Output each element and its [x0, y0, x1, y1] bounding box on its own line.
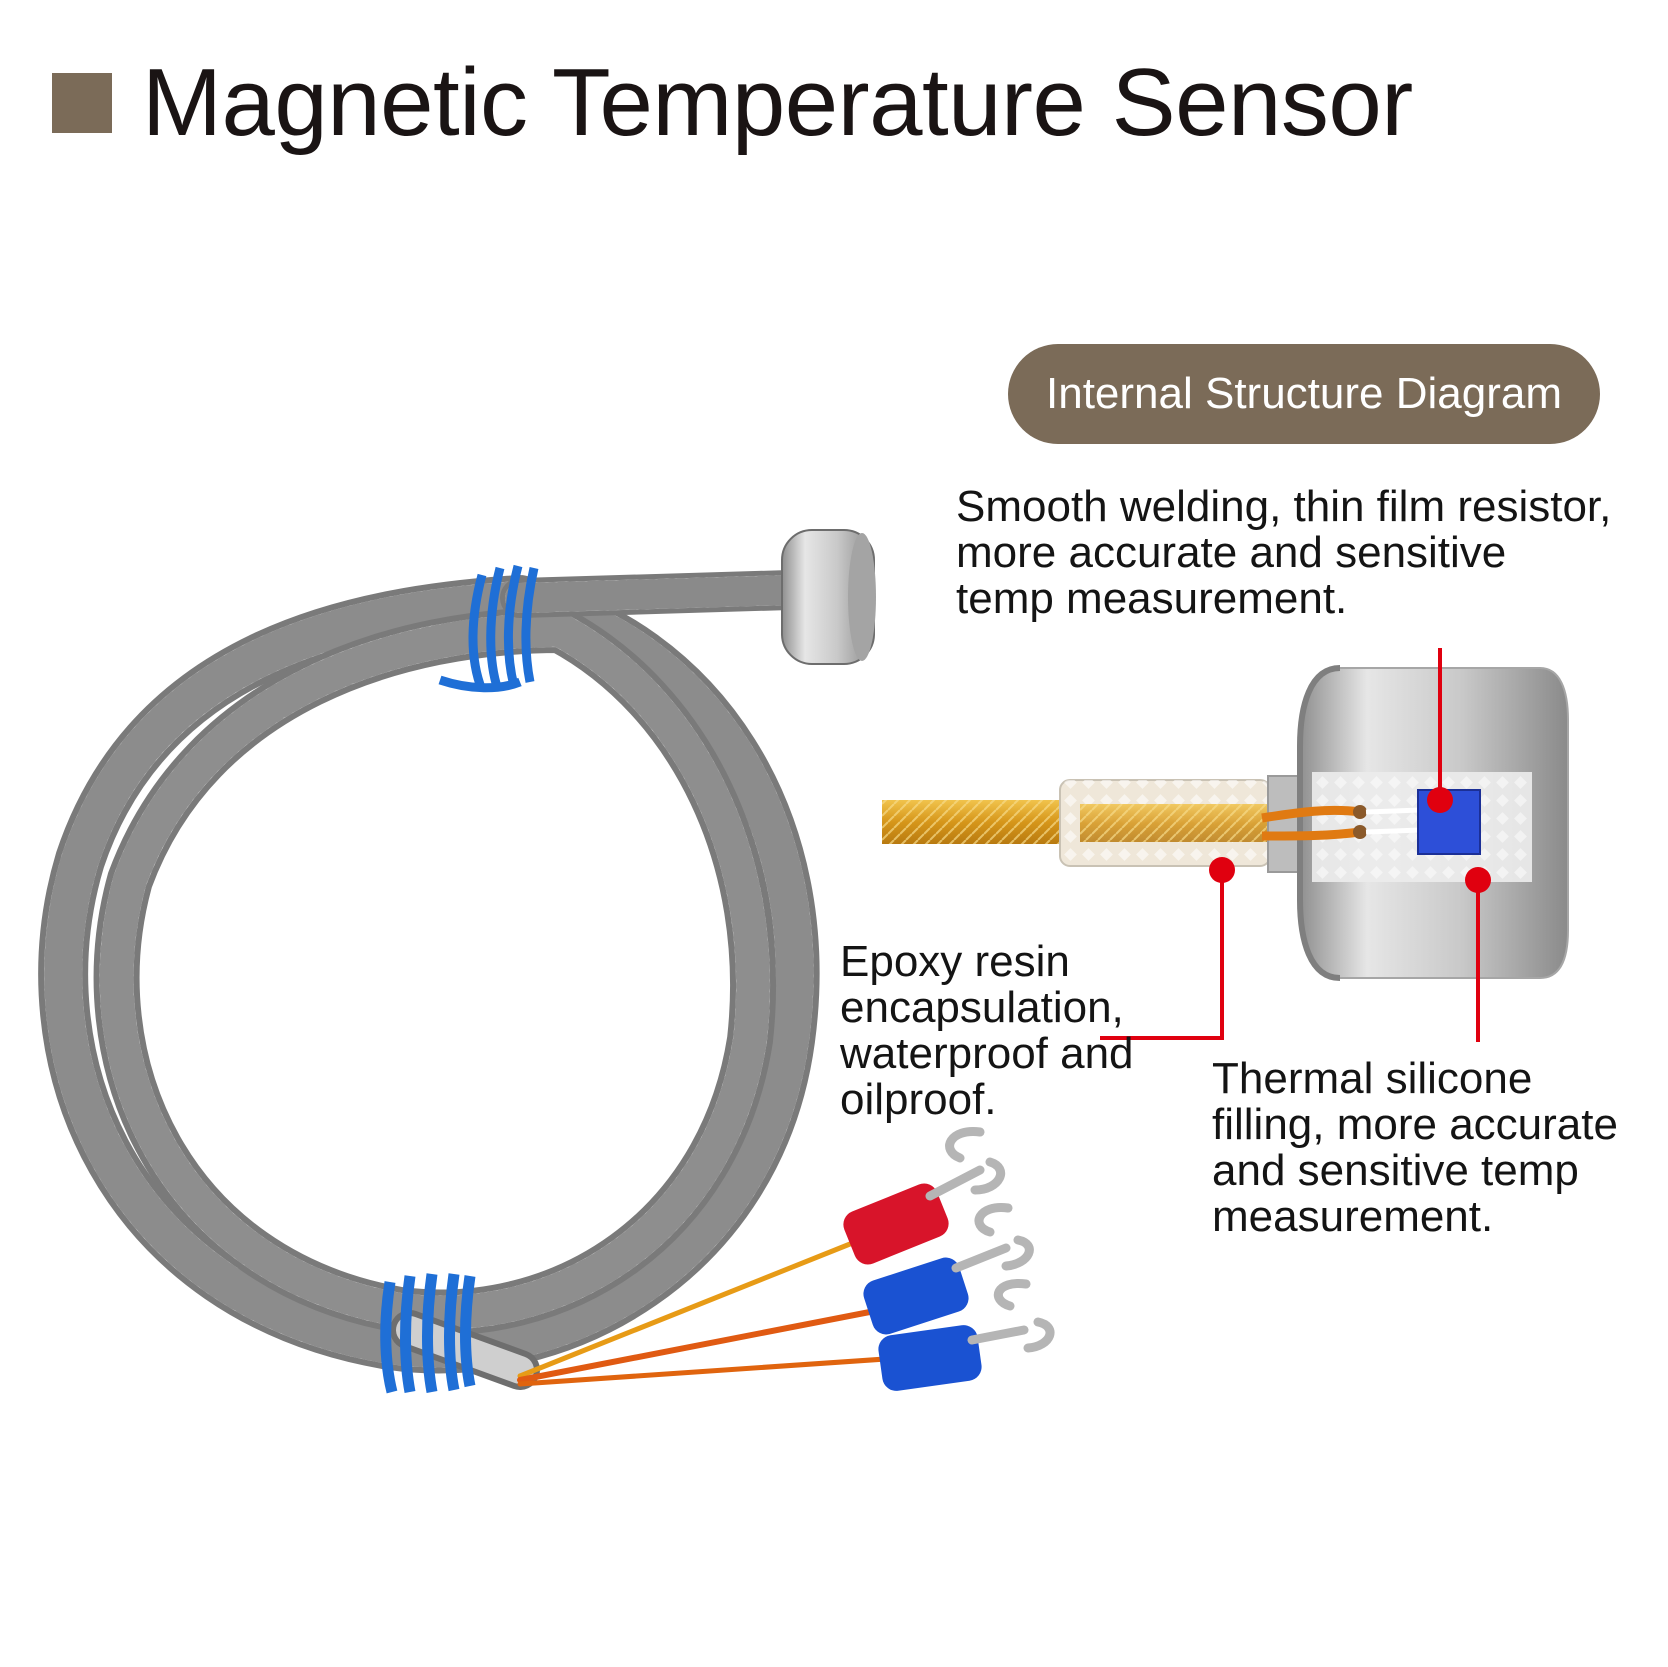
callout-line: encapsulation,: [840, 983, 1124, 1032]
callout-line: Epoxy resin: [840, 937, 1070, 986]
callout-line: and sensitive temp: [1212, 1146, 1579, 1195]
callout-line: Thermal silicone: [1212, 1054, 1533, 1103]
callout-line: Smooth welding, thin film resistor,: [956, 482, 1612, 531]
title-square-icon: [52, 73, 112, 133]
internal-structure-badge: Internal Structure Diagram: [1008, 344, 1600, 444]
callout-epoxy: Epoxy resin encapsulation, waterproof an…: [840, 939, 1134, 1123]
callout-line: waterproof and: [840, 1029, 1134, 1078]
callout-dots: [1209, 787, 1491, 893]
callout-leaders: [1100, 648, 1480, 1042]
lead-wires: [517, 1237, 903, 1387]
callout-line: oilproof.: [840, 1075, 997, 1124]
callout-line: measurement.: [1212, 1192, 1494, 1241]
wire-binding-icon: [380, 1273, 476, 1394]
callout-silicone: Thermal silicone filling, more accurate …: [1212, 1056, 1618, 1240]
wire-binding-icon: [438, 564, 539, 693]
internal-structure-diagram: [882, 665, 1569, 981]
terminal-blue-icon: [878, 1279, 1055, 1391]
probe-puck-icon: [781, 529, 876, 665]
terminal-blue-icon: [863, 1203, 1034, 1335]
steel-hose-coil: [38, 570, 820, 1390]
callout-welding: Smooth welding, thin film resistor, more…: [956, 484, 1611, 622]
terminal-red-icon: [843, 1127, 1006, 1265]
callout-line: temp measurement.: [956, 574, 1348, 623]
page-title: Magnetic Temperature Sensor: [142, 49, 1413, 156]
callout-line: more accurate and sensitive: [956, 528, 1507, 577]
callout-line: filling, more accurate: [1212, 1100, 1618, 1149]
